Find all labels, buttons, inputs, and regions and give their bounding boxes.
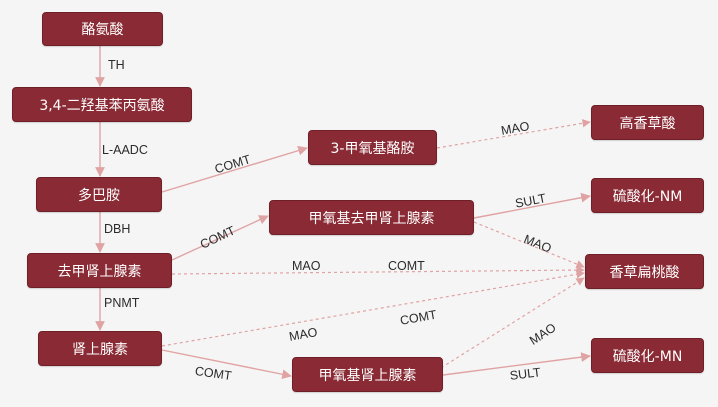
arrow-3mt-hva <box>436 119 591 149</box>
label-th: TH <box>108 58 125 72</box>
label-pnmt: PNMT <box>104 296 140 310</box>
node-epinephrine: 肾上腺素 <box>38 331 162 366</box>
arrow-epi-mn <box>161 349 292 380</box>
node-metanephrine: 甲氧基肾上腺素 <box>292 357 443 392</box>
node-ldopa: 3,4-二羟基苯丙氨酸 <box>12 87 192 122</box>
arrow-epi-vma <box>161 270 585 347</box>
arrow-dopamine-3mt <box>161 145 308 193</box>
label-comt-ne-vma: COMT <box>388 259 425 273</box>
node-normetanephrine: 甲氧基去甲肾上腺素 <box>269 200 474 235</box>
label-mao-ne: MAO <box>292 259 321 273</box>
node-mn-sulfate: 硫酸化-MN <box>591 338 704 373</box>
arrow-nmn-nmsulfate <box>473 192 591 219</box>
arrow-ne-vma <box>171 265 585 275</box>
node-dopamine: 多巴胺 <box>36 177 162 212</box>
arrow-mn-mnsulfate <box>442 352 591 376</box>
node-hva: 高香草酸 <box>591 105 704 140</box>
label-dbh: DBH <box>104 222 131 236</box>
label-laadc: L-AADC <box>102 143 148 157</box>
node-nm-sulfate: 硫酸化-NM <box>591 178 704 213</box>
node-methoxytyramine: 3-甲氧基酪胺 <box>308 130 437 165</box>
arrow-nmn-vma <box>473 221 585 269</box>
arrow-mn-vma <box>435 277 585 372</box>
node-norepinephrine: 去甲肾上腺素 <box>27 253 172 288</box>
node-tyrosine: 酪氨酸 <box>42 12 163 46</box>
node-vma: 香草扁桃酸 <box>585 254 704 289</box>
arrow-ne-nmn <box>171 215 269 261</box>
